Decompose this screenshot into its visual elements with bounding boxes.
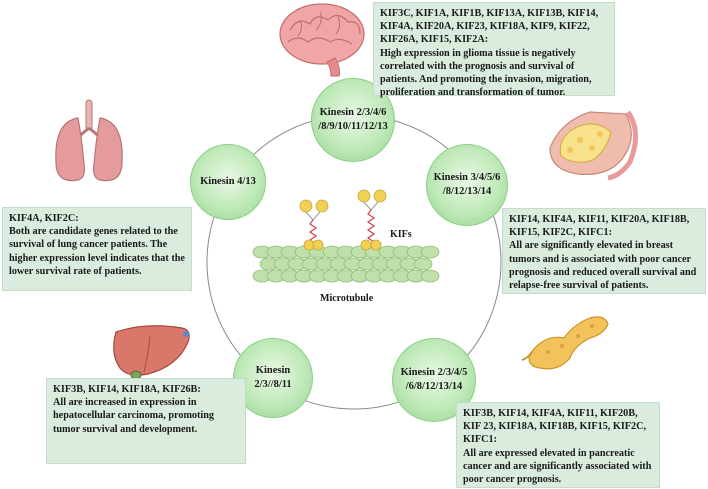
- breast-description: All are significantly elevated in breast…: [509, 240, 697, 292]
- liver-genes: KIF3B, KIF14, KIF18A, KIF26B:: [53, 384, 201, 395]
- breast-icon: [549, 110, 638, 181]
- pancreas-description: All are expressed elevated in pancreatic…: [463, 447, 652, 486]
- kinesin-node-breast-label: Kinesin 3/4/5/6 /8/12/13/14: [433, 172, 501, 197]
- lung-info-box: KIF4A, KIF2C: Both are candidate genes r…: [2, 207, 192, 291]
- pancreas-icon: [521, 316, 609, 370]
- liver-description: All are increased in expression in hepat…: [53, 397, 215, 435]
- microtubule-icon: [252, 245, 440, 283]
- breast-genes: KIF14, KIF4A, KIF11, KIF20A, KIF18B, KIF…: [509, 214, 690, 239]
- lung-description: Both are candidate genes related to the …: [9, 226, 185, 277]
- kifs-label: KIFs: [390, 229, 412, 240]
- lung-genes: KIF4A, KIF2C:: [9, 213, 79, 224]
- kinesin-node-brain-label: Kinesin 2/3/4/6 /8/9/10/11/12/13: [318, 107, 388, 132]
- pancreas-info-box: KIF3B, KIF14, KIF4A, KIF11, KIF20B, KIF …: [456, 402, 660, 488]
- kinesin-node-lung-label: Kinesin 4/13: [200, 176, 256, 187]
- kinesin-motor-icon: [299, 189, 387, 251]
- kinesin-node-liver: Kinesin 2/3//8/11: [233, 338, 313, 418]
- glioma-genes: KIF3C, KIF1A, KIF1B, KIF13A, KIF13B, KIF…: [380, 8, 599, 46]
- liver-info-box: KIF3B, KIF14, KIF18A, KIF26B: All are in…: [46, 378, 246, 464]
- kinesin-node-liver-label: Kinesin 2/3//8/11: [254, 365, 292, 390]
- microtubule-label: Microtubule: [320, 293, 374, 304]
- pancreas-genes: KIF3B, KIF14, KIF4A, KIF11, KIF20B, KIF …: [463, 408, 647, 446]
- brain-icon: [279, 3, 365, 77]
- glioma-info-box: KIF3C, KIF1A, KIF1B, KIF13A, KIF13B, KIF…: [373, 2, 615, 98]
- liver-icon: [113, 325, 190, 380]
- kinesin-node-breast: Kinesin 3/4/5/6 /8/12/13/14: [426, 144, 508, 226]
- kinesin-node-lung: Kinesin 4/13: [190, 144, 266, 220]
- breast-info-box: KIF14, KIF4A, KIF11, KIF20A, KIF18B, KIF…: [502, 208, 706, 294]
- glioma-description: High expression in glioma tissue is nega…: [380, 47, 592, 99]
- kinesin-node-pancreas-label: Kinesin 2/3/4/5 /6/8/12/13/14: [400, 367, 468, 392]
- lungs-icon: [55, 99, 123, 182]
